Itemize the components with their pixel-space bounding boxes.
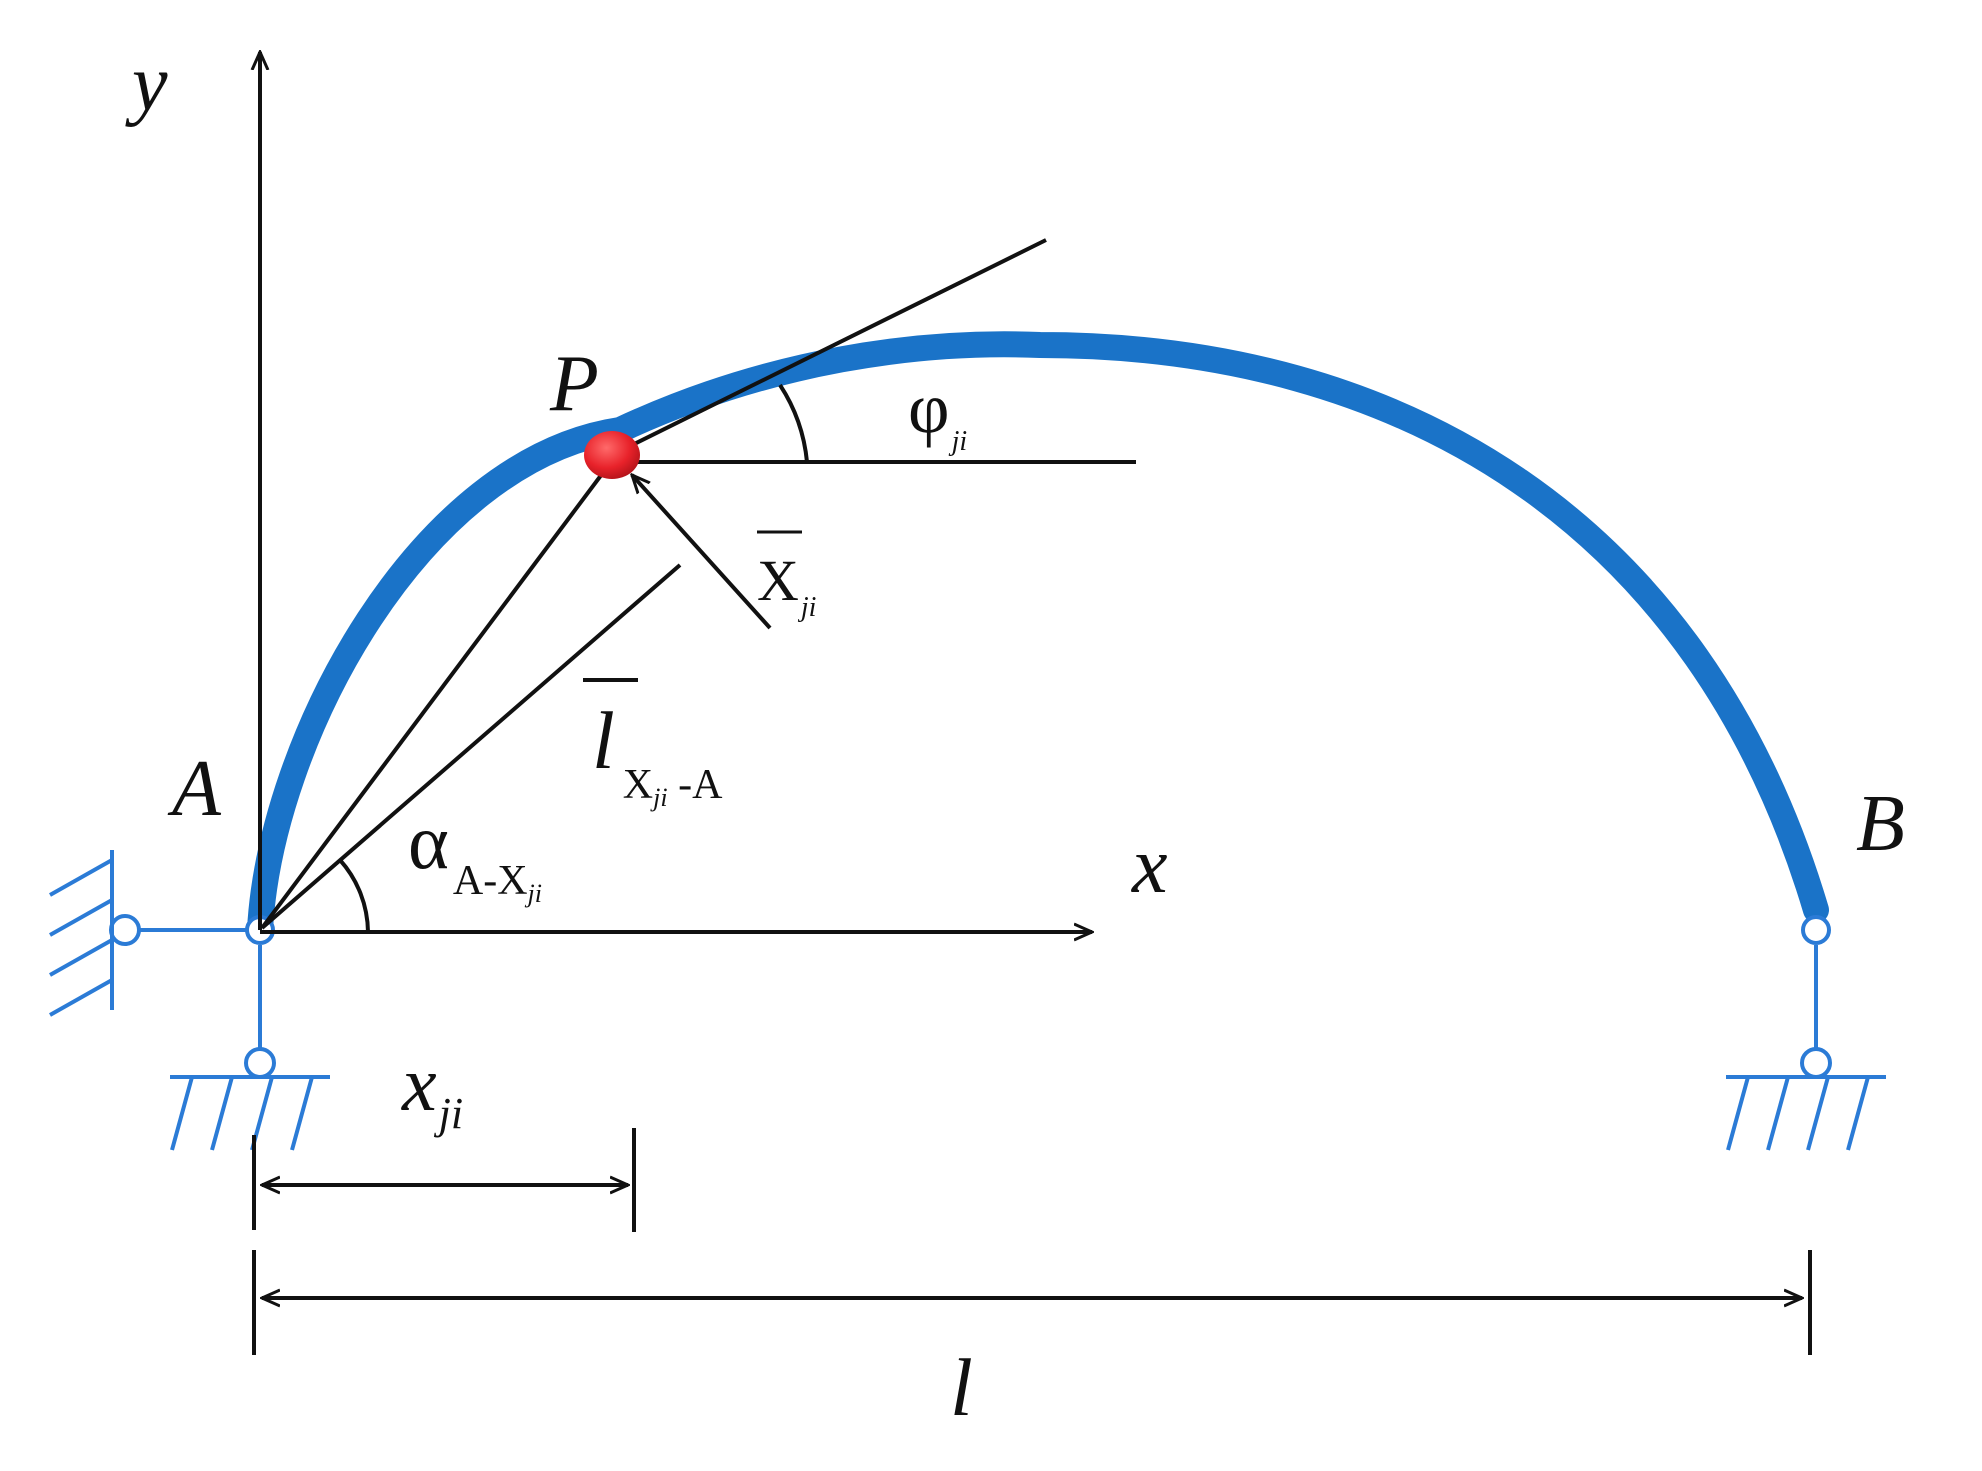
x-bar-vector: [632, 475, 772, 630]
span-label: l: [950, 1342, 973, 1433]
point-a-label: A: [167, 745, 222, 833]
phi-label: φji: [908, 368, 967, 457]
alpha-sub-ji: ji: [525, 879, 542, 908]
point-p-label: P: [549, 340, 599, 428]
point-b-label: B: [1856, 780, 1905, 868]
chord-a-p: [260, 468, 607, 930]
l-bar-sub-ji: ji: [650, 783, 667, 812]
x-axis-label: x: [1131, 822, 1168, 910]
phi-angle-arc: [778, 383, 809, 463]
left-horizontal-support: [49, 850, 260, 1017]
arch: [247, 331, 1829, 943]
l-bar-symbol: l: [592, 695, 615, 786]
x-ji-symbol: x: [401, 1040, 437, 1127]
x-bar-subscript: ji: [798, 592, 817, 623]
l-bar-sub-a: -A: [668, 762, 723, 808]
alpha-sub-a: A-X: [453, 858, 528, 904]
right-vertical-support: [1726, 945, 1886, 1151]
hinge-b: [1801, 915, 1831, 945]
phi-subscript: ji: [949, 426, 968, 457]
alpha-symbol: α: [408, 798, 449, 885]
x-bar-label: Xji: [757, 548, 816, 623]
l-bar-vector: [260, 563, 682, 930]
alpha-angle-arc: [338, 858, 370, 933]
left-vertical-support: [170, 945, 330, 1151]
x-bar-symbol: X: [757, 548, 799, 613]
phi-symbol: φ: [908, 368, 950, 448]
point-p-marker: [584, 431, 640, 479]
x-ji-label: xji: [401, 1040, 463, 1138]
tangent-line: [611, 238, 1047, 457]
x-ji-subscript: ji: [434, 1089, 463, 1138]
y-axis-label: y: [125, 40, 168, 128]
l-bar-sub-x: X: [623, 762, 653, 808]
alpha-label: αA-Xji: [408, 798, 542, 908]
